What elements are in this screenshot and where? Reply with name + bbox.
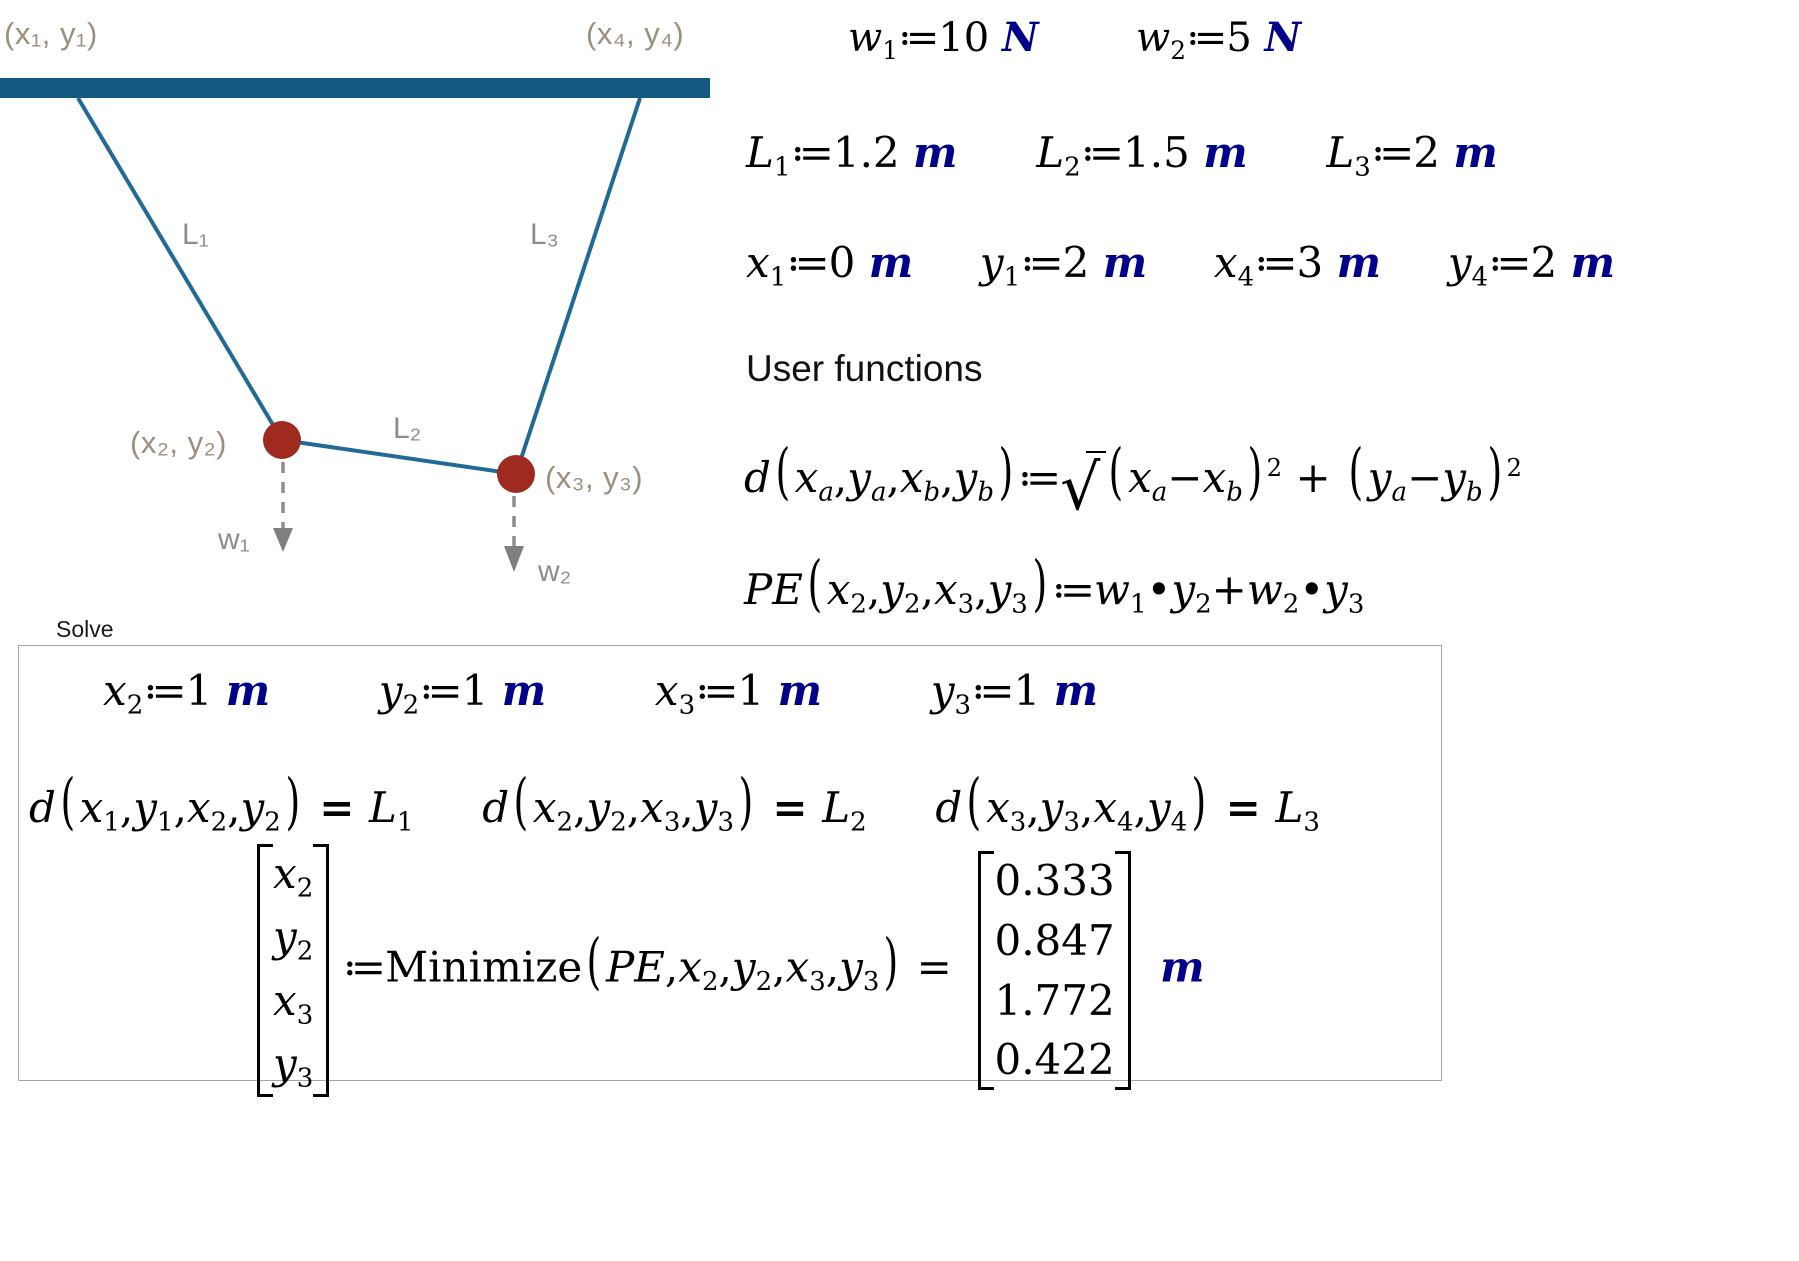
definition-L3[interactable]: L3≔2 m [1326,128,1498,183]
distance-function-definition[interactable]: d(xa,ya,xb,yb)≔√(xa−xb)2 + (ya−yb)2 [744,436,1522,524]
unknown-x3: x3 [273,975,314,1030]
user-functions-heading: User functions [746,348,983,389]
L3-value: 2 [1413,128,1440,177]
vector-bracket-right [313,844,330,1098]
weight-definitions-row[interactable]: w1≔10 N w2≔5 N [848,14,1301,65]
w1-unit: N [1001,14,1039,61]
y1-value: 2 [1062,238,1090,287]
definition-L1[interactable]: L1≔1.2 m [746,128,958,183]
unknown-y2: y2 [273,912,314,967]
load-arrowhead-w2 [504,546,524,572]
length-definitions-row[interactable]: L1≔1.2 m L2≔1.5 m L3≔2 m [746,128,1498,182]
minimize-result-row[interactable]: x2 y2 x3 y3 ≔Minimize(PE,x2,y2,x3,y3) = … [257,844,1205,1098]
guess-y2-value: 1 [461,666,489,715]
unknowns-vector: x2 y2 x3 y3 [257,844,330,1098]
square-root-symbol: √ [1060,445,1107,524]
y4-unit: m [1570,238,1616,287]
node-label-p3: (x₃, y₃) [545,460,644,495]
guess-x3[interactable]: x3≔1 m [654,666,823,721]
joint-node-2 [263,421,301,459]
definition-y1[interactable]: y1≔2 m [979,238,1148,293]
constraint-3[interactable]: d(x3,y3,x4,y4) = L3 [935,766,1320,838]
guess-x2[interactable]: x2≔1 m [103,666,271,721]
result-bracket-left [978,851,995,1090]
vector-bracket-left [257,844,273,1098]
guess-x3-unit: m [777,666,823,715]
member-label-L2: L₂ [393,412,422,445]
result-value-y2: 0.847 [994,916,1115,965]
guess-x2-value: 1 [185,666,213,715]
y1-unit: m [1102,238,1148,287]
cable-L3 [514,97,642,475]
L2-value: 1.5 [1123,128,1190,177]
anchor-definitions-row[interactable]: x1≔0 m y1≔2 m x4≔3 m y4≔2 m [746,238,1615,292]
constraint-2[interactable]: d(x2,y2,x3,y3) = L2 [482,766,867,838]
definitions-column: w1≔10 N w2≔5 N L1≔1.2 m L2≔1.5 m L3≔2 m … [720,0,1799,620]
node-label-p4: (x₄, y₄) [586,16,685,51]
ceiling-support [0,78,710,98]
L1-value: 1.2 [832,128,900,177]
y4-value: 2 [1530,238,1558,287]
load-label-w1: w₁ [218,523,250,556]
guess-y3-unit: m [1053,666,1099,715]
guess-x2-unit: m [225,666,271,715]
result-value-y3: 0.422 [994,1035,1115,1085]
joint-node-3 [497,455,535,493]
w1-value: 10 [938,15,990,61]
potential-energy-function-definition[interactable]: PE(x2,y2,x3,y3)≔w1•y2+w2•y3 [744,548,1365,620]
definition-x1[interactable]: x1≔0 m [746,238,914,293]
result-vector: 0.333 0.847 1.772 0.422 [978,851,1131,1090]
minimize-keyword: Minimize [385,942,583,992]
guess-y3-value: 1 [1013,666,1041,715]
result-unit: m [1160,942,1205,992]
guess-x3-value: 1 [737,666,765,715]
definition-y4[interactable]: y4≔2 m [1447,238,1616,293]
solve-block-container[interactable]: x2≔1 m y2≔1 m x3≔1 m y3≔1 m d(x1,y1,x2,y… [18,645,1442,1098]
L2-unit: m [1203,128,1248,177]
w2-unit: N [1264,14,1302,61]
L1-unit: m [913,128,958,177]
guess-y3[interactable]: y3≔1 m [930,666,1099,721]
cable-L1 [76,96,284,442]
node-label-p1: (x₁, y₁) [4,16,98,51]
cable-L2 [281,438,517,476]
w2-value: 5 [1226,15,1252,61]
unknown-y3: y3 [273,1038,314,1094]
definition-w1[interactable]: w1≔10 N [848,14,1039,65]
truss-diagram-svg [0,78,710,572]
constraints-row[interactable]: d(x1,y1,x2,y2) = L1 d(x2,y2,x3,y3) = L2 … [29,766,1320,837]
guess-y2-unit: m [501,666,547,715]
x1-value: 0 [828,238,856,287]
x4-value: 3 [1296,238,1324,287]
guess-y2[interactable]: y2≔1 m [378,666,547,721]
definition-L2[interactable]: L2≔1.5 m [1036,128,1248,183]
truss-diagram: (x₁, y₁) (x₄, y₄) (x₂, y₂) (x₃, y₃) L₁ L… [0,0,760,620]
definition-w2[interactable]: w2≔5 N [1135,14,1302,65]
L3-unit: m [1453,128,1498,177]
load-label-w2: w₂ [538,555,572,588]
member-label-L3: L₃ [530,218,559,251]
node-label-p2: (x₂, y₂) [130,425,227,460]
member-label-L1: L₁ [182,218,209,251]
definition-x4[interactable]: x4≔3 m [1213,238,1382,293]
x4-unit: m [1336,238,1382,287]
solve-block-label: Solve [56,616,114,642]
result-bracket-right [1114,851,1131,1090]
x1-unit: m [868,238,914,287]
constraint-1[interactable]: d(x1,y1,x2,y2) = L1 [29,766,414,838]
load-arrowhead-w1 [273,528,293,552]
result-value-x3: 1.772 [994,975,1115,1025]
result-value-x2: 0.333 [994,856,1115,906]
guess-values-row[interactable]: x2≔1 m y2≔1 m x3≔1 m y3≔1 m [103,666,1098,720]
unknown-x2: x2 [273,849,314,904]
